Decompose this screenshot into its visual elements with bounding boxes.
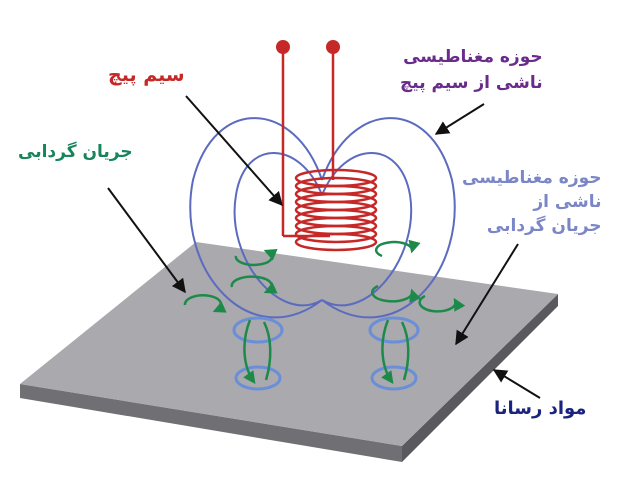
coil [276,40,378,252]
arrow-to-coil-field [434,103,485,135]
arrow-to-coil [185,95,283,207]
coil-field-label: حوزه مغناطیسی ناشی از سیم پیچ [400,44,543,96]
eddy-field-loop [370,365,418,391]
eddy-field-loop [234,365,282,391]
pointer-arrows [107,95,541,399]
eddy-field-label-line2: ناشی از [533,192,602,212]
coil-field-line-right-outer [321,117,456,319]
arrow-to-eddy-current [107,187,186,294]
coil-field-lines [189,117,456,319]
eddy-field-label: حوزه مغناطیسی ناشی از جریان گردابی [462,166,602,238]
coil-windings [294,168,378,252]
arrow-to-material [492,369,541,399]
eddy-field-loop [232,316,284,344]
eddy-current-swirls [183,239,466,385]
eddy-current-vertical-loop [262,321,272,381]
eddy-current-vertical-loop [381,319,394,385]
coil-label: سیم پیچ [108,64,185,86]
plate-top-surface [20,242,558,446]
coil-field-label-line2: ناشی از سیم پیچ [400,73,543,93]
eddy-current-swirl [370,284,422,303]
eddy-current-swirl [234,248,278,267]
eddy-field-loop [368,316,420,344]
eddy-current-swirl [183,294,227,313]
coil-field-label-line1: حوزه مغناطیسی [403,47,543,67]
coil-field-line-left-outer [189,117,323,319]
arrow-to-eddy-field [455,243,519,346]
eddy-current-swirl [374,239,421,258]
coil-terminal-right [326,40,340,54]
eddy-field-label-line3: جریان گردابی [486,216,602,236]
eddy-field-label-line1: حوزه مغناطیسی [462,168,602,188]
coil-terminal-left [276,40,290,54]
eddy-field-loops [232,316,420,391]
plate-right-edge [402,294,558,462]
eddy-current-vertical-loop [400,321,410,381]
coil-winding [294,224,378,244]
eddy-current-swirl [230,275,278,294]
eddy-current-vertical-loop [243,319,256,385]
coil-field-line-right-inner [321,152,413,307]
eddy-current-swirl [418,294,466,313]
eddy-current-label: جریان گردابی [18,142,133,162]
coil-winding [294,232,378,252]
plate-front-edge [20,384,402,462]
conductive-material-label: مواد رسانا [494,398,587,419]
conductive-plate [20,242,558,462]
coil-field-line-left-inner [233,152,323,307]
